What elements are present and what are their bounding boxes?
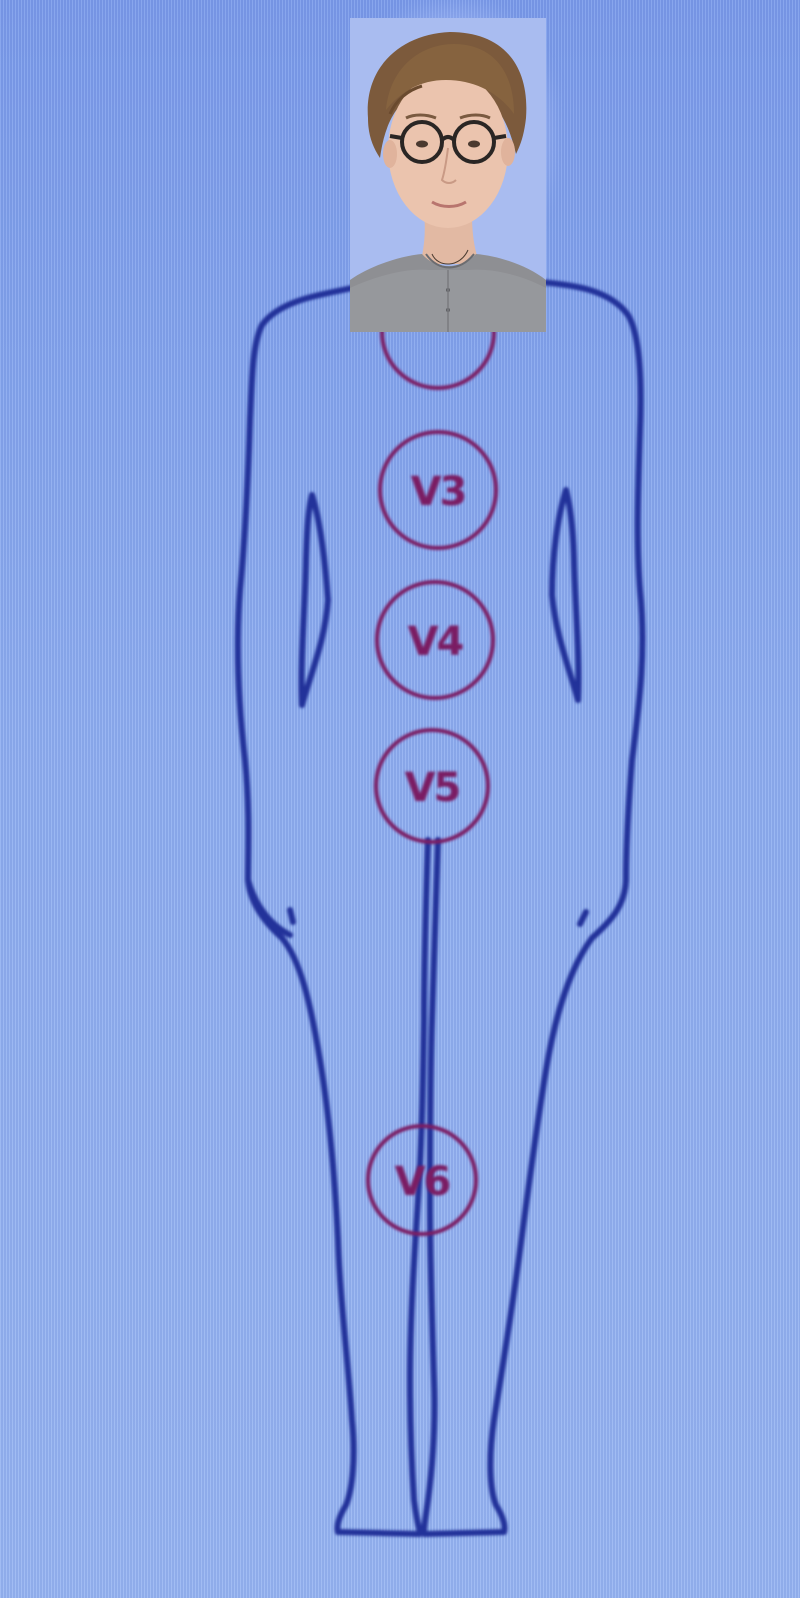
right-armpit-gap — [549, 487, 582, 703]
left-leg-outline — [279, 935, 423, 1537]
right-leg-outline — [421, 935, 595, 1537]
point-v6-marker — [366, 1124, 478, 1236]
portrait-photo — [350, 18, 546, 332]
portrait-illustration — [350, 18, 546, 332]
left-armpit-gap — [298, 492, 331, 708]
point-v3-marker — [378, 430, 498, 550]
left-arm-outline — [234, 285, 355, 941]
left-hand-outline — [245, 877, 293, 938]
point-v6-label: V6 — [395, 1159, 450, 1205]
right-arm-outline — [537, 279, 646, 941]
point-v3-label: V3 — [411, 469, 466, 515]
right-knee-mark — [577, 909, 589, 927]
point-v4-marker — [375, 580, 495, 700]
point-v4-label: V4 — [408, 619, 463, 665]
point-v5-label: V5 — [405, 765, 460, 811]
left-knee-mark — [287, 907, 296, 925]
point-v5-marker — [374, 728, 490, 844]
